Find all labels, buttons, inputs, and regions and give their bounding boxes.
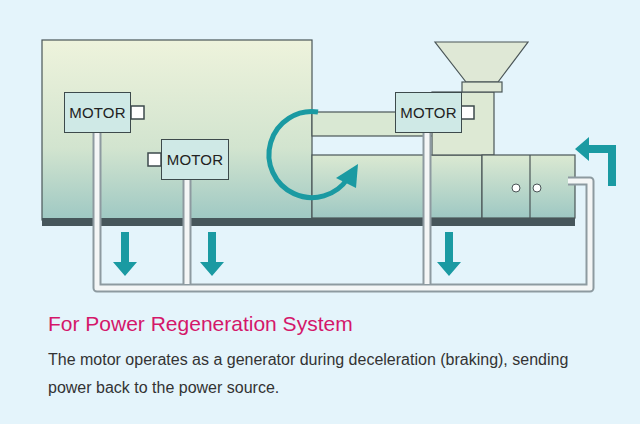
- hopper-neck: [462, 82, 502, 92]
- motor-label: MOTOR: [69, 104, 126, 121]
- flow-arrows: [113, 137, 616, 276]
- hopper: [435, 42, 528, 82]
- machine-base: [42, 218, 575, 226]
- rotation-arrow: [269, 112, 348, 198]
- cabinet-divider: [529, 155, 530, 218]
- indicator-lamp: [512, 184, 520, 192]
- clamp-body: [42, 40, 312, 220]
- motor-shaft: [461, 106, 474, 119]
- control-cabinet: [482, 155, 575, 218]
- motor-shaft: [148, 153, 161, 166]
- motor-shaft: [131, 106, 144, 119]
- motor-box: MOTOR: [395, 92, 462, 133]
- power-pipes: [97, 133, 590, 288]
- indicator-lamp: [533, 184, 541, 192]
- motor-box: MOTOR: [161, 139, 229, 180]
- diagram-title: For Power Regeneration System: [48, 312, 353, 336]
- rotation-arrowhead: [336, 164, 358, 188]
- motor-box: MOTOR: [64, 92, 131, 133]
- diagram-caption: The motor operates as a generator during…: [48, 346, 593, 402]
- motor-label: MOTOR: [167, 151, 224, 168]
- motor-label: MOTOR: [400, 104, 457, 121]
